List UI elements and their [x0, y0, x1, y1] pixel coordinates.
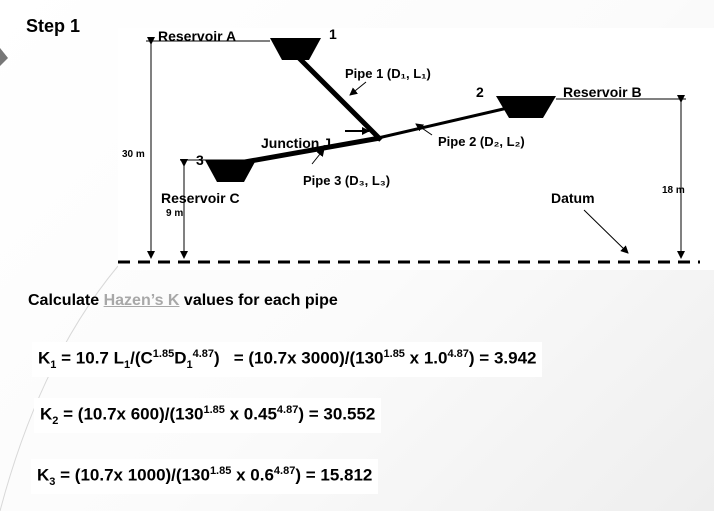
pipe-1 — [294, 53, 383, 142]
k3-var: K — [37, 465, 50, 485]
height-c-label: 9 m — [166, 208, 183, 219]
k2-calc-sup2: 4.87 — [276, 404, 299, 416]
k1-formula-a: = 10.7 L — [56, 348, 124, 368]
pipe-1-pointer — [349, 81, 367, 96]
datum-pointer — [583, 209, 629, 254]
k3-calc-c: ) = 15.812 — [295, 465, 373, 485]
reservoir-b-label: Reservoir B — [563, 84, 642, 100]
pipe-1-label: Pipe 1 (D₁, L₁) — [345, 66, 431, 81]
k2-calc-a: = (10.7x 600)/(130 — [58, 404, 204, 424]
k3-calc-b: x 0.6 — [231, 465, 274, 485]
k3-sub: 3 — [49, 476, 56, 489]
instruction-prefix: Calculate — [28, 292, 104, 309]
k2-calc-sup1: 1.85 — [203, 404, 225, 416]
k1-calc-a: = (10.7x 3000)/(130 — [233, 348, 384, 368]
instruction-suffix: values for each pipe — [179, 292, 338, 309]
junction-label: Junction J — [261, 135, 331, 151]
reservoir-b-tank — [496, 96, 556, 118]
instruction-text: Calculate Hazen’s K values for each pipe — [28, 292, 338, 310]
node-2-label: 2 — [476, 84, 484, 100]
pipe-2-pointer — [415, 123, 433, 136]
k3-calc-sup2: 4.87 — [273, 465, 296, 477]
equation-k2: K2 = (10.7x 600)/(1301.85 x 0.454.87) = … — [34, 398, 382, 434]
pipe-2 — [377, 105, 513, 140]
k1-formula-d: ) — [214, 348, 220, 368]
k1-formula-sub1: 1 — [123, 359, 131, 372]
k1-calc-sup1: 1.85 — [383, 348, 405, 360]
k3-calc-sup1: 1.85 — [209, 465, 232, 477]
diagram-panel — [118, 28, 714, 270]
node-1-label: 1 — [329, 26, 337, 42]
node-3-label: 3 — [196, 152, 204, 168]
pipe-3-pointer — [311, 148, 325, 165]
equation-k1: K1 = 10.7 L1/(C1.85D14.87)= (10.7x 3000)… — [32, 342, 543, 378]
k1-calc-b: x 1.0 — [404, 348, 448, 368]
step-title: Step 1 — [26, 16, 81, 36]
height-a-label: 30 m — [122, 149, 145, 160]
datum-label: Datum — [551, 190, 595, 206]
hazens-k-link[interactable]: Hazen’s K — [103, 292, 180, 309]
k1-formula-b: /(C — [130, 348, 153, 368]
k1-var: K — [38, 348, 51, 368]
reservoir-a-tank — [270, 38, 321, 60]
pipe-3-label: Pipe 3 (D₃, L₃) — [303, 173, 390, 188]
k2-calc-c: ) = 30.552 — [298, 404, 376, 424]
reservoir-c-tank — [205, 160, 256, 182]
k1-sub: 1 — [50, 359, 57, 372]
k2-calc-b: x 0.45 — [224, 404, 277, 424]
height-b-label: 18 m — [662, 185, 685, 196]
reservoir-a-label: Reservoir A — [158, 28, 236, 44]
equation-k3: K3 = (10.7x 1000)/(1301.85 x 0.64.87) = … — [31, 459, 379, 495]
k1-formula-sup1: 1.85 — [152, 348, 175, 360]
k2-sub: 2 — [52, 415, 59, 428]
k2-var: K — [40, 404, 53, 424]
reservoir-c-label: Reservoir C — [161, 190, 240, 206]
pipe-network-diagram: Reservoir A Reservoir B Reservoir C 1 2 … — [118, 26, 700, 264]
k1-calc-sup2: 4.87 — [447, 348, 469, 360]
k1-calc-c: ) = 3.942 — [468, 348, 537, 368]
k3-calc-a: = (10.7x 1000)/(130 — [55, 465, 210, 485]
k1-formula-sub2: 1 — [186, 359, 193, 372]
k1-formula-sup2: 4.87 — [192, 348, 215, 360]
k1-formula-c: D — [174, 348, 187, 368]
pipe-2-label: Pipe 2 (D₂, L₂) — [438, 134, 525, 149]
